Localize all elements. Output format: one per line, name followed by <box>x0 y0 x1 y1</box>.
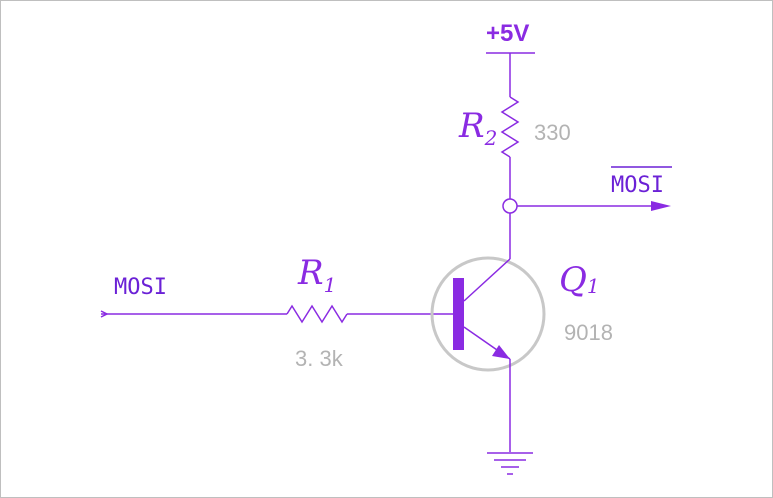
resistor-r1 <box>286 304 348 324</box>
transistor-collector <box>463 258 511 302</box>
transistor-circle <box>430 256 546 372</box>
emitter-arrow-icon <box>492 345 510 359</box>
r2-label: R2 <box>458 106 497 150</box>
output-label: MOSI <box>611 173 664 198</box>
supply-label: +5V <box>486 20 529 47</box>
output-arrow-icon <box>651 201 671 211</box>
q1-label: Q1 <box>559 260 600 300</box>
resistor-r2 <box>500 96 520 158</box>
input-label: MOSI <box>114 275 167 300</box>
r2-value: 330 <box>534 120 571 145</box>
transistor-base-bar <box>453 278 464 350</box>
input-arrow-icon <box>100 310 109 318</box>
r1-value: 3. 3k <box>295 346 344 371</box>
q1-model: 9018 <box>564 320 613 345</box>
r1-label: R1 <box>297 253 336 297</box>
output-node <box>502 198 518 214</box>
